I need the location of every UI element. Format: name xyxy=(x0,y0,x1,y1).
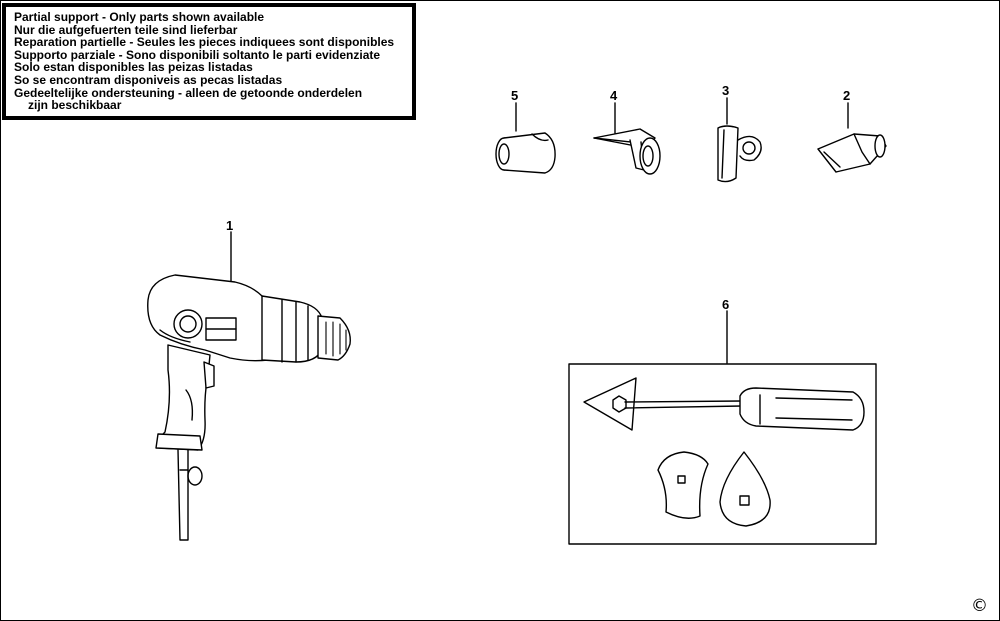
part-number-3: 3 xyxy=(722,83,730,98)
part-number-6: 6 xyxy=(722,297,730,312)
notice-line-nl-cont: zijn beschikbaar xyxy=(28,98,122,113)
copyright-symbol: © xyxy=(971,596,988,616)
part-number-2: 2 xyxy=(843,88,851,103)
heat-gun-icon xyxy=(147,274,351,541)
notice-line-pt: So se encontram disponiveis as pecas lis… xyxy=(14,72,283,87)
scraper-kit-icon xyxy=(568,363,877,545)
reflector-nozzle-icon xyxy=(717,125,762,183)
reducer-nozzle-icon xyxy=(495,132,556,174)
notice-line-nl: Gedeeltelijke ondersteuning - alleen de … xyxy=(14,85,363,100)
flat-nozzle-icon xyxy=(817,133,887,173)
notice-lines: Partial support - Only parts shown avail… xyxy=(14,11,394,112)
part-number-5: 5 xyxy=(511,88,519,103)
partial-support-notice: Partial support - Only parts shown avail… xyxy=(2,3,416,120)
notice-line-es: Solo estan disponibles las peizas listad… xyxy=(14,60,253,75)
part-number-1: 1 xyxy=(226,218,234,233)
part-number-4: 4 xyxy=(610,88,618,103)
notice-line-fr: Reparation partielle - Seules les pieces… xyxy=(14,35,395,50)
notice-line-en: Partial support - Only parts shown avail… xyxy=(14,10,265,24)
glass-protector-nozzle-icon xyxy=(593,128,661,175)
notice-line-it: Supporto parziale - Sono disponibili sol… xyxy=(14,47,381,62)
notice-line-de: Nur die aufgefuerten teile sind lieferba… xyxy=(14,22,238,37)
